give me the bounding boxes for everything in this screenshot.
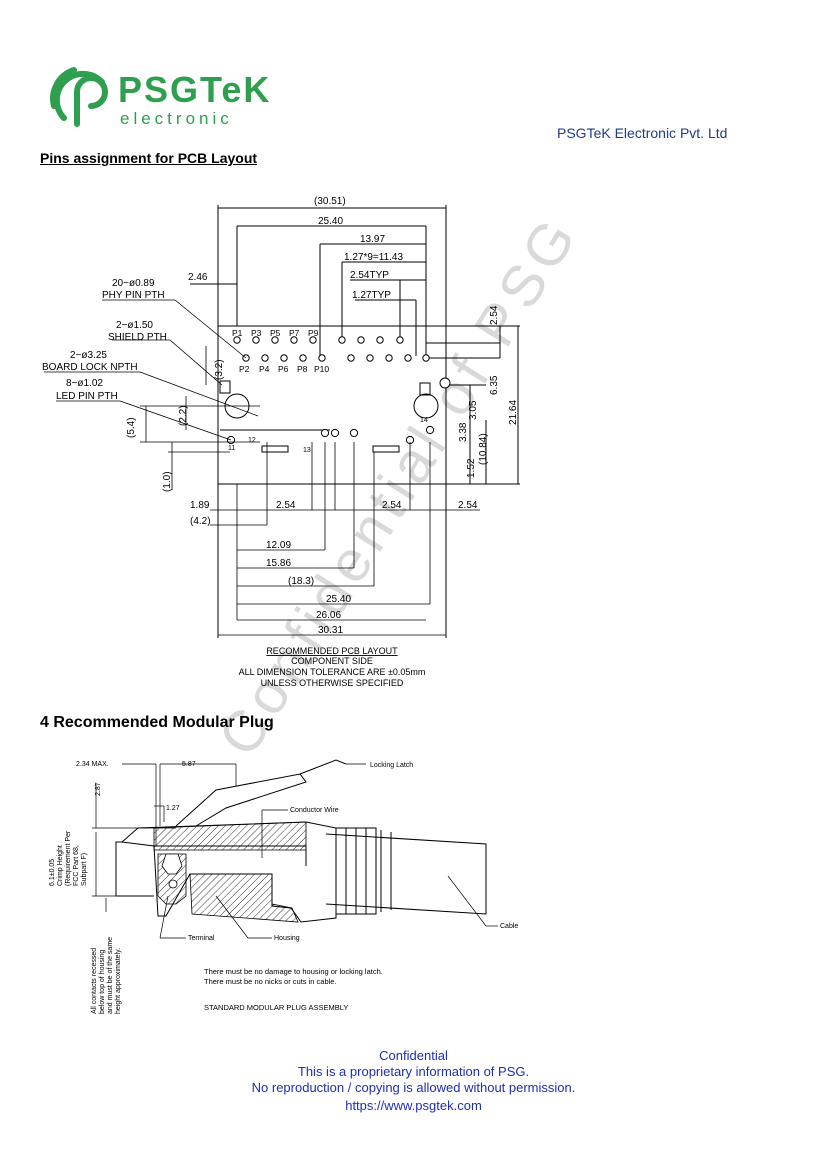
- crimp-label: (Requirement Per: [65, 830, 72, 886]
- dim-32: (3.2): [214, 359, 225, 380]
- section-title-plug: 4 Recommended Modular Plug: [40, 714, 274, 731]
- company-name: PSGTeK Electronic Pvt. Ltd: [557, 125, 728, 141]
- phy-label: PHY PIN PTH: [102, 290, 165, 301]
- pin-label: P6: [278, 364, 289, 374]
- dim-r1084: (10.84): [478, 433, 489, 465]
- pin-label: P9: [308, 328, 319, 338]
- dim-b2606: 26.06: [316, 610, 341, 621]
- dim-b189: 1.89: [190, 500, 210, 511]
- pcb-note: ALL DIMENSION TOLERANCE ARE ±0.05mm: [239, 667, 426, 677]
- dim-22: (2.2): [178, 405, 189, 426]
- led-label: LED PIN PTH: [56, 391, 118, 402]
- plug-dim-127: 1.27: [166, 805, 180, 812]
- dim-b254b: 2.54: [382, 500, 402, 511]
- logo-text: PSGTeK: [118, 69, 271, 110]
- board-dim: 2−ø3.25: [70, 350, 107, 361]
- plug-dim-max: 2.34 MAX.: [76, 761, 109, 768]
- dim-b183: (18.3): [288, 576, 314, 587]
- wire-label: Conductor Wire: [290, 807, 339, 814]
- led-pin-label: 12: [248, 437, 256, 444]
- plug-dim-587: 5.87: [182, 761, 196, 768]
- pin-label: P5: [270, 328, 281, 338]
- contacts-note: and must be of the same: [107, 937, 114, 1014]
- logo-subtext: electronic: [120, 109, 233, 128]
- plug-note: There must be no damage to housing or lo…: [204, 967, 383, 976]
- dim-1397: 13.97: [360, 234, 385, 245]
- modular-plug-drawing: 2.34 MAX. 5.87 2.87 1.27 Locking Latch C…: [49, 759, 518, 1014]
- pcb-note-title: RECOMMENDED PCB LAYOUT: [266, 646, 398, 656]
- pin-label: P4: [259, 364, 270, 374]
- crimp-label: Subpart F): [81, 853, 88, 886]
- dim-r305: 3.05: [468, 400, 479, 420]
- pcb-layout-drawing: (30.51) 25.40 13.97 1.27*9=11.43 2.54TYP…: [42, 196, 520, 688]
- led-pin-label: 13: [303, 447, 311, 454]
- plug-note: STANDARD MODULAR PLUG ASSEMBLY: [204, 1003, 348, 1012]
- contacts-note: height approximately.: [115, 948, 122, 1014]
- crimp-label: Crimp Height: [57, 845, 64, 886]
- plug-note: There must be no nicks or cuts in cable.: [204, 977, 337, 986]
- shield-label: SHIELD PTH: [108, 332, 167, 343]
- dim-overall: (30.51): [314, 196, 346, 207]
- dim-54: (5.4): [126, 417, 137, 438]
- dim-r254: 2.54: [489, 305, 500, 325]
- dim-b3031: 30.31: [318, 625, 343, 636]
- footer-url-link[interactable]: https://www.psgtek.com: [345, 1098, 482, 1113]
- pcb-note: UNLESS OTHERWISE SPECIFIED: [261, 678, 404, 688]
- terminal-label: Terminal: [188, 935, 215, 942]
- dim-b42: (4.2): [190, 516, 211, 527]
- dim-b254c: 2.54: [458, 500, 478, 511]
- dim-2540-top: 25.40: [318, 216, 343, 227]
- crimp-label: 6.1±0.05: [49, 859, 56, 886]
- dim-1143: 1.27*9=11.43: [344, 252, 403, 263]
- dim-b1586: 15.86: [266, 558, 291, 569]
- housing-label: Housing: [274, 935, 300, 942]
- section-title-pcb: Pins assignment for PCB Layout: [40, 150, 258, 166]
- pin-label: P8: [297, 364, 308, 374]
- pin-label: P10: [314, 364, 329, 374]
- led-pin-label: 14: [420, 417, 428, 424]
- crimp-label: FCC Part 68,: [73, 845, 80, 886]
- led-dim: 8−ø1.02: [66, 378, 103, 389]
- pin-label: P7: [289, 328, 300, 338]
- dim-246: 2.46: [188, 272, 208, 283]
- dim-254typ: 2.54TYP: [350, 270, 389, 281]
- contacts-note: below top of housing: [99, 950, 106, 1014]
- dim-10: (1.0): [162, 471, 173, 492]
- dim-b254a: 2.54: [276, 500, 296, 511]
- led-pin-label: 11: [228, 445, 235, 452]
- pin-label: P1: [232, 328, 243, 338]
- dim-r152: 1.52: [466, 458, 477, 478]
- pin-label: P2: [239, 364, 250, 374]
- company-logo: PSGTeK electronic: [44, 62, 274, 141]
- footer-confidential: Confidential: [379, 1048, 448, 1063]
- dim-127typ: 1.27TYP: [352, 290, 391, 301]
- latch-label: Locking Latch: [370, 762, 413, 769]
- shield-dim: 2−ø1.50: [116, 320, 153, 331]
- phy-dim: 20−ø0.89: [112, 278, 155, 289]
- pcb-note: COMPONENT SIDE: [291, 656, 373, 666]
- pin-label: P3: [251, 328, 262, 338]
- plug-dim-287: 2.87: [95, 782, 102, 796]
- footer-no-copy: No reproduction / copying is allowed wit…: [251, 1080, 576, 1095]
- dim-b1209: 12.09: [266, 540, 291, 551]
- dim-r635: 6.35: [489, 375, 500, 395]
- footer-proprietary: This is a proprietary information of PSG…: [297, 1064, 530, 1079]
- cable-label: Cable: [500, 923, 518, 930]
- contacts-note: All contacts recessed: [91, 948, 98, 1014]
- board-label: BOARD LOCK NPTH: [42, 362, 138, 373]
- dim-r2164: 21.64: [508, 400, 519, 425]
- dim-b2540: 25.40: [326, 594, 351, 605]
- dim-r338: 3.38: [458, 422, 469, 442]
- footer: Confidential This is a proprietary infor…: [0, 1048, 827, 1114]
